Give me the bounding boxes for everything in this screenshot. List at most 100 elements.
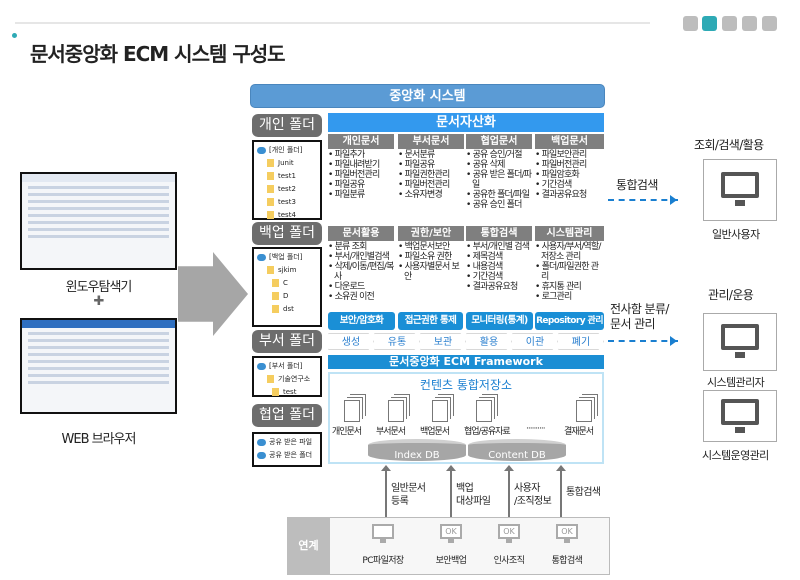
monitor-icon: OK xyxy=(498,524,520,539)
column-items: • 파일추가• 파일내려받기• 파일버전관리• 파일공유• 파일분류 xyxy=(328,149,394,200)
folder-name: 공유 받은 폴더 xyxy=(269,451,313,459)
column-item: • 사용자/부서/역할/저장소 관리 xyxy=(535,242,601,262)
monitor-icon: OK xyxy=(440,524,462,539)
column-item: • 파일공유 xyxy=(328,180,365,190)
flow-label: 통합검색 xyxy=(566,487,601,498)
folder-tree-item: 공유 받은 폴더 xyxy=(257,449,317,462)
integration-system-label: 보안백업 xyxy=(435,556,467,566)
column-header: 권한/보안 xyxy=(398,226,464,241)
folder-icon xyxy=(267,211,274,219)
lifecycle-step: 보관 xyxy=(420,333,466,350)
monitor-stand xyxy=(506,539,512,543)
integration-system-label: 인사조직 xyxy=(493,556,525,566)
admin-label: 시스템관리자 xyxy=(707,376,765,389)
header-line xyxy=(15,22,650,24)
folder-icon xyxy=(267,266,274,274)
column-item: • 파일추가 xyxy=(328,150,365,160)
feature-column: 백업문서• 파일보안관리• 파일버전관리• 파일암호화• 기간검색• 결과공유요… xyxy=(535,134,604,200)
explorer-screenshot xyxy=(20,172,177,270)
column-item: • 문서분류 xyxy=(398,150,435,160)
folder-tree-item: test4 xyxy=(257,209,317,222)
integration-system-label: PC파일저장 xyxy=(362,556,404,566)
folder-icon xyxy=(267,198,274,206)
lifecycle-step: 생성 xyxy=(328,333,374,350)
folder-name: dst xyxy=(283,305,294,313)
column-items: • 백업문서보안• 파일소유 권한• 사용자별문서 보안 xyxy=(398,241,464,282)
monitor-icon xyxy=(372,524,394,539)
folder-tree-item: 기술연구소 xyxy=(257,373,317,386)
column-item: • 분류 조회 xyxy=(328,242,367,252)
column-item: • 기간검색 xyxy=(535,180,572,190)
page-indicator-2[interactable] xyxy=(702,16,717,31)
integration-label: 연계 xyxy=(287,517,330,575)
folder-tree-item: [백업 폴더] xyxy=(257,251,317,264)
column-header: 통합검색 xyxy=(466,226,532,241)
folder-tree-item: [개인 폴더] xyxy=(257,144,317,157)
folder-tree-item: test2 xyxy=(257,183,317,196)
page-indicator-3[interactable] xyxy=(722,16,737,31)
dept-folder-label: 부서 폴더 xyxy=(252,330,322,353)
cloud-folder-icon xyxy=(257,438,266,446)
page-indicator-4[interactable] xyxy=(742,16,757,31)
storage-doc-label: 개인문서 xyxy=(332,427,362,437)
column-header: 협업문서 xyxy=(466,134,532,149)
column-item: • 제목검색 xyxy=(466,252,503,262)
folder-tree-item: D xyxy=(257,290,317,303)
folder-icon xyxy=(272,292,279,300)
column-header: 시스템관리 xyxy=(535,226,604,241)
folder-icon xyxy=(272,388,279,396)
column-item: • 소유권 이전 xyxy=(328,292,375,302)
column-item: • 소유자변경 xyxy=(398,190,443,200)
integration-system-label: 통합검색 xyxy=(551,556,583,566)
lifecycle-step: 폐기 xyxy=(558,333,604,350)
up-arrow-icon xyxy=(504,465,514,520)
column-items: • 분류 조회• 부서/개인별검색• 삭제/이동/편집/복사• 다운로드• 소유… xyxy=(328,241,394,302)
feature-monitoring: 모니터링(통계) xyxy=(466,312,533,330)
storage-doc-label: 결재문서 xyxy=(564,427,594,437)
column-items: • 문서분류• 파일공유• 파일권한관리• 파일버전관리• 소유자변경 xyxy=(398,149,464,200)
index-db: Index DB xyxy=(368,439,466,461)
lifecycle-step: 유통 xyxy=(374,333,420,350)
feature-column: 시스템관리• 사용자/부서/역할/저장소 관리• 폴더/파일권한 관리• 휴지통… xyxy=(535,226,604,302)
column-item: • 부서/개인별검색 xyxy=(328,252,390,262)
column-header: 백업문서 xyxy=(535,134,604,149)
feature-column: 협업문서• 공유 승인/거절• 공유 삭제• 공유 받은 폴더/파일• 공유한 … xyxy=(466,134,532,210)
feature-access-control: 접근권한 통제 xyxy=(398,312,463,330)
web-label: WEB 브라우저 xyxy=(61,432,137,447)
column-item: • 공유 삭제 xyxy=(466,160,505,170)
user-box xyxy=(703,159,777,221)
folder-tree-item: test3 xyxy=(257,196,317,209)
folder-icon xyxy=(267,159,274,167)
folder-name: [백업 폴더] xyxy=(269,253,303,261)
column-item: • 파일암호화 xyxy=(535,170,580,180)
column-item: • 결과공유요청 xyxy=(466,282,518,292)
cloud-folder-icon xyxy=(257,253,266,261)
column-header: 부서문서 xyxy=(398,134,464,149)
folder-tree-item: test xyxy=(257,386,317,399)
folder-name: test1 xyxy=(278,172,296,180)
folder-name: [부서 폴더] xyxy=(269,362,303,370)
folder-name: D xyxy=(283,292,289,300)
folder-name: C xyxy=(283,279,288,287)
feature-column: 개인문서• 파일추가• 파일내려받기• 파일버전관리• 파일공유• 파일분류 xyxy=(328,134,394,200)
monitor-icon: OK xyxy=(556,524,578,539)
folder-tree-item: Junit xyxy=(257,157,317,170)
feature-column: 문서활용• 분류 조회• 부서/개인별검색• 삭제/이동/편집/복사• 다운로드… xyxy=(328,226,394,302)
folder-name: sjkim xyxy=(278,266,297,274)
flow-label: 사용자 /조직정보 xyxy=(514,483,552,507)
column-item: • 내용검색 xyxy=(466,262,503,272)
page-indicator-1[interactable] xyxy=(683,16,698,31)
user-group-label: 조회/검색/활용 xyxy=(694,138,764,152)
column-item: • 사용자별문서 보안 xyxy=(398,262,460,282)
central-system-bar: 중앙화 시스템 xyxy=(250,84,605,108)
document-stack-icon xyxy=(476,400,492,422)
collab-folder-label: 협업 폴더 xyxy=(252,404,322,427)
page-indicator-5[interactable] xyxy=(762,16,777,31)
explorer-label: 윈도우탐색기 xyxy=(65,280,133,295)
column-header: 개인문서 xyxy=(328,134,394,149)
storage-doc-label: 백업문서 xyxy=(420,427,450,437)
